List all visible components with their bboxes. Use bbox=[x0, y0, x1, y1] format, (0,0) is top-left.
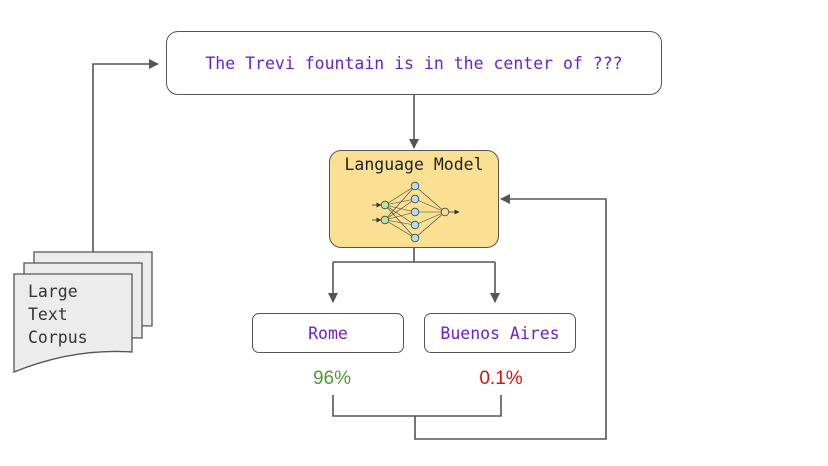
answer-box-rome: Rome bbox=[252, 313, 404, 353]
prompt-text: The Trevi fountain is in the center of ?… bbox=[205, 53, 623, 73]
prompt-box: The Trevi fountain is in the center of ?… bbox=[166, 31, 662, 95]
corpus-line: Large bbox=[28, 282, 78, 301]
feedback-loop-arrow bbox=[332, 194, 607, 440]
corpus-to-prompt-arrow bbox=[92, 59, 159, 252]
language-model-box: Language Model bbox=[329, 150, 499, 248]
corpus-line: Corpus bbox=[28, 328, 88, 347]
answer-label: Buenos Aires bbox=[440, 323, 560, 343]
document-stack-icon bbox=[13, 251, 153, 373]
answer-box-buenos-aires: Buenos Aires bbox=[424, 313, 576, 353]
corpus-line: Text bbox=[28, 305, 68, 324]
answer-label: Rome bbox=[308, 323, 348, 343]
neural-network-icon bbox=[372, 181, 460, 243]
probability-rome: 96% bbox=[312, 368, 352, 389]
language-model-title: Language Model bbox=[344, 155, 484, 174]
model-to-answers-arrows bbox=[328, 248, 500, 303]
probability-buenos-aires: 0.1% bbox=[479, 368, 523, 389]
corpus-label: Large Text Corpus bbox=[28, 280, 88, 349]
